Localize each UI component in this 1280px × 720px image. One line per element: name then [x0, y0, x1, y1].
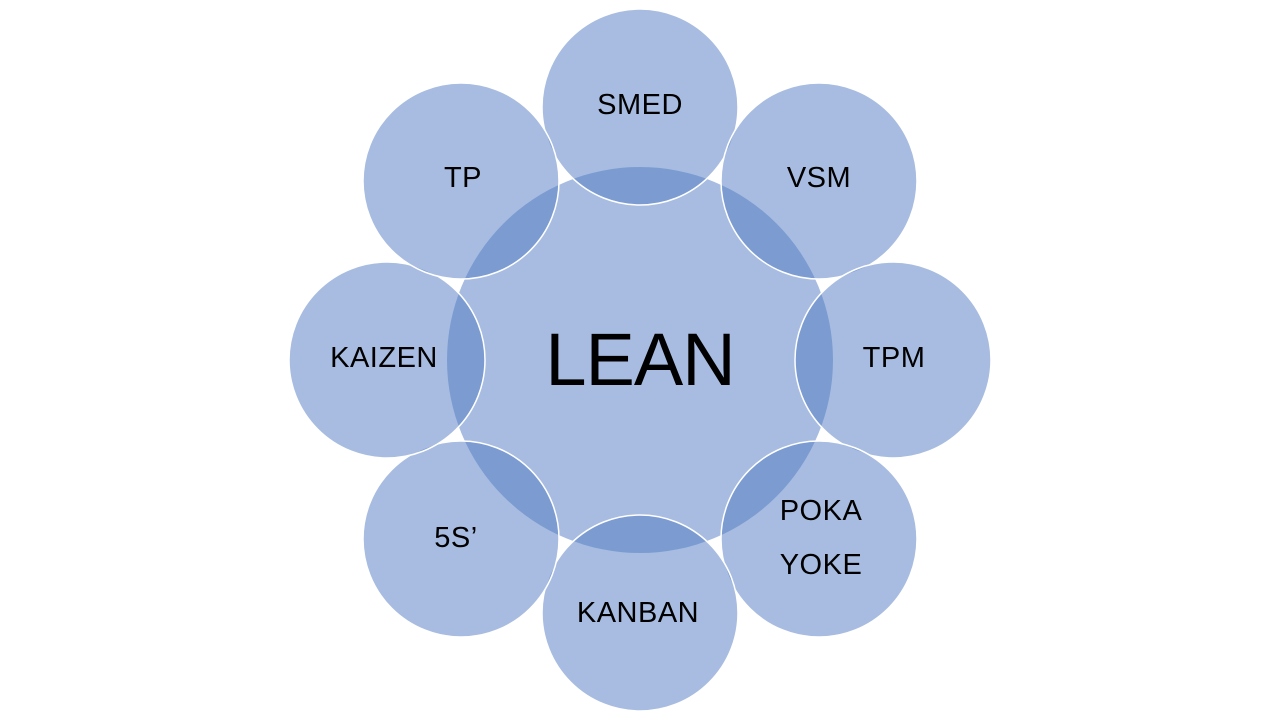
- circle-5s: [362, 440, 560, 638]
- node-label-tp: TP: [443, 162, 483, 195]
- circle-poka-yoke: [720, 440, 918, 638]
- node-label-poka-yoke: POKA YOKE: [779, 495, 863, 581]
- circle-tpm: [794, 261, 992, 459]
- circle-tp: [362, 82, 560, 280]
- center-label-lean: LEAN: [545, 318, 735, 401]
- node-label-smed: SMED: [597, 89, 683, 122]
- circle-smed: [541, 8, 739, 206]
- node-label-5s: 5S’: [434, 522, 478, 555]
- node-label-kaizen: KAIZEN: [330, 342, 438, 375]
- node-label-vsm: VSM: [786, 162, 852, 195]
- circle-kaizen: [288, 261, 486, 459]
- circle-vsm: [720, 82, 918, 280]
- node-label-kanban: KANBAN: [576, 597, 700, 630]
- node-label-tpm: TPM: [862, 342, 926, 375]
- circle-lean-center: [447, 167, 833, 553]
- circle-kanban: [541, 514, 739, 712]
